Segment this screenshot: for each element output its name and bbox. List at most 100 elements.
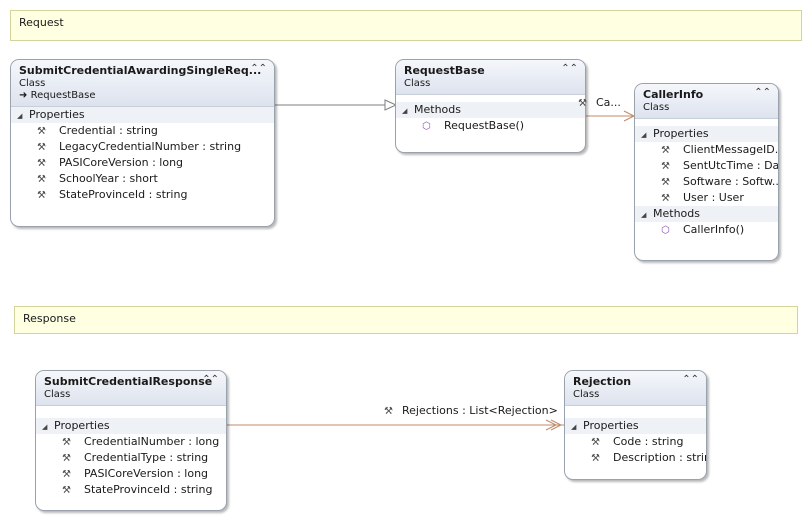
property-row[interactable]: ⚒ CredentialNumber : long xyxy=(36,434,226,450)
class-header: Rejection Class ⌃⌃ xyxy=(565,371,706,406)
section-label: Methods xyxy=(414,103,461,116)
property-row[interactable]: ⚒LegacyCredentialNumber : string xyxy=(11,139,274,155)
collapse-chevron-icon[interactable]: ⌃⌃ xyxy=(682,374,699,385)
method-cube-icon: ⬡ xyxy=(422,121,431,132)
wrench-icon: ⚒ xyxy=(591,437,600,448)
method-cube-icon: ⬡ xyxy=(661,225,670,236)
class-header: CallerInfo Class ⌃⌃ xyxy=(635,84,778,119)
property-row[interactable]: ⚒ ClientMessageID... xyxy=(635,142,778,158)
class-name: SubmitCredentialAwardingSingleReq... xyxy=(19,64,262,77)
wrench-icon: ⚒ xyxy=(384,406,393,417)
property-row[interactable]: ⚒ Code : string xyxy=(565,434,706,450)
property-label: Software : Softw... xyxy=(683,175,778,188)
expand-triangle-icon[interactable]: ◢ xyxy=(402,107,408,115)
request-note[interactable]: Request xyxy=(10,10,802,41)
property-row[interactable]: ⚒CredentialType : string xyxy=(36,450,226,466)
collapse-chevron-icon[interactable]: ⌃⌃ xyxy=(202,374,219,385)
wrench-icon: ⚒ xyxy=(661,193,670,204)
section-methods[interactable]: ◢ Methods xyxy=(396,102,585,118)
method-row[interactable]: ⬡ RequestBase() xyxy=(396,118,585,134)
expand-triangle-icon[interactable]: ◢ xyxy=(641,131,647,139)
class-kind: Class xyxy=(19,78,46,89)
method-label: CallerInfo() xyxy=(683,223,745,236)
expand-triangle-icon[interactable]: ◢ xyxy=(641,211,647,219)
expand-triangle-icon[interactable]: ◢ xyxy=(42,423,48,431)
wrench-icon: ⚒ xyxy=(62,485,71,496)
property-label: Code : string xyxy=(613,435,684,448)
property-row[interactable]: ⚒ SchoolYear : short xyxy=(11,171,274,187)
property-label: User : User xyxy=(683,191,744,204)
expand-triangle-icon[interactable]: ◢ xyxy=(571,423,577,431)
response-note-text: Response xyxy=(23,312,76,325)
section-methods[interactable]: ◢ Methods xyxy=(635,206,778,222)
class-kind: Class xyxy=(404,78,431,89)
property-label: SchoolYear : short xyxy=(59,172,158,185)
property-row[interactable]: ⚒ PASICoreVersion : long xyxy=(11,155,274,171)
response-note[interactable]: Response xyxy=(14,306,798,334)
method-label: RequestBase() xyxy=(444,119,525,132)
section-label: Properties xyxy=(583,419,639,432)
property-row[interactable]: ⚒ PASICoreVersion : long xyxy=(36,466,226,482)
property-label: StateProvinceId : string xyxy=(84,483,213,496)
collapse-chevron-icon[interactable]: ⌃⌃ xyxy=(250,63,267,74)
wrench-icon: ⚒ xyxy=(37,174,46,185)
rejections-association-arrowhead-2 xyxy=(545,419,558,431)
expand-triangle-icon[interactable]: ◢ xyxy=(17,112,23,120)
section-label: Properties xyxy=(29,108,85,121)
wrench-icon: ⚒ xyxy=(37,190,46,201)
class-header: SubmitCredentialResponse Class ⌃⌃ xyxy=(36,371,226,406)
wrench-icon: ⚒ xyxy=(62,453,71,464)
wrench-icon: ⚒ xyxy=(578,98,587,109)
property-row[interactable]: ⚒ Software : Softw... xyxy=(635,174,778,190)
class-caller-info[interactable]: CallerInfo Class ⌃⌃ ◢ Properties ⚒ ClientM… xyxy=(634,83,779,261)
class-kind: Class xyxy=(573,389,600,400)
property-label: PASICoreVersion : long xyxy=(59,156,184,169)
property-label: Description : string xyxy=(613,451,706,464)
property-label: SentUtcTime : Da... xyxy=(683,159,778,172)
section-properties[interactable]: ◢ Properties xyxy=(11,107,274,123)
wrench-icon: ⚒ xyxy=(37,158,46,169)
caller-association-label[interactable]: ⚒Ca... xyxy=(578,96,621,109)
collapse-chevron-icon[interactable]: ⌃⌃ xyxy=(561,63,578,74)
property-row[interactable]: ⚒ StateProvinceId : string xyxy=(36,482,226,498)
rejections-association-label[interactable]: ⚒Rejections : List<Rejection> xyxy=(384,404,558,417)
wrench-icon: ⚒ xyxy=(37,126,46,137)
wrench-icon: ⚒ xyxy=(661,145,670,156)
section-properties[interactable]: ◢Properties xyxy=(36,418,226,434)
section-label: Methods xyxy=(653,207,700,220)
property-label: PASICoreVersion : long xyxy=(84,467,209,480)
property-row[interactable]: ⚒ Credential : string xyxy=(11,123,274,139)
class-rejection[interactable]: Rejection Class ⌃⌃ ◢ Properties ⚒ Code : s… xyxy=(564,370,707,480)
property-row[interactable]: ⚒ Description : string xyxy=(565,450,706,466)
property-label: CredentialNumber : long xyxy=(84,435,220,448)
class-name: Rejection xyxy=(573,375,632,388)
request-note-text: Request xyxy=(19,16,64,29)
wrench-icon: ⚒ xyxy=(62,469,71,480)
property-label: ClientMessageID... xyxy=(683,143,778,156)
method-row[interactable]: ⬡ CallerInfo() xyxy=(635,222,778,238)
class-submit-credential-response[interactable]: SubmitCredentialResponse Class ⌃⌃ ◢Prope… xyxy=(35,370,227,511)
inheritance-arrowhead xyxy=(384,99,398,111)
class-kind: Class xyxy=(44,389,71,400)
collapse-chevron-icon[interactable]: ⌃⌃ xyxy=(754,87,771,98)
property-row[interactable]: ⚒ StateProvinceId : string xyxy=(11,187,274,203)
class-submit-credential-awarding-request[interactable]: SubmitCredentialAwardingSingleReq... Cla… xyxy=(10,59,275,227)
wrench-icon: ⚒ xyxy=(62,437,71,448)
section-properties[interactable]: ◢ Properties xyxy=(635,126,778,142)
class-kind: Class xyxy=(643,102,670,113)
property-row[interactable]: ⚒ User : User xyxy=(635,190,778,206)
base-class: ➜ RequestBase xyxy=(19,90,266,101)
base-class-name: RequestBase xyxy=(30,90,96,101)
section-label: Properties xyxy=(653,127,709,140)
wrench-icon: ⚒ xyxy=(591,453,600,464)
property-label: Credential : string xyxy=(59,124,158,137)
class-request-base[interactable]: RequestBase Class ⌃⌃ ◢ Methods ⬡ RequestBa… xyxy=(395,59,586,153)
property-label: StateProvinceId : string xyxy=(59,188,188,201)
class-header: SubmitCredentialAwardingSingleReq... Cla… xyxy=(11,60,274,107)
class-name: CallerInfo xyxy=(643,88,704,101)
property-row[interactable]: ⚒SentUtcTime : Da... xyxy=(635,158,778,174)
wrench-icon: ⚒ xyxy=(661,177,670,188)
class-header: RequestBase Class ⌃⌃ xyxy=(396,60,585,95)
section-properties[interactable]: ◢ Properties xyxy=(565,418,706,434)
inherits-arrow-icon: ➜ xyxy=(19,90,28,101)
